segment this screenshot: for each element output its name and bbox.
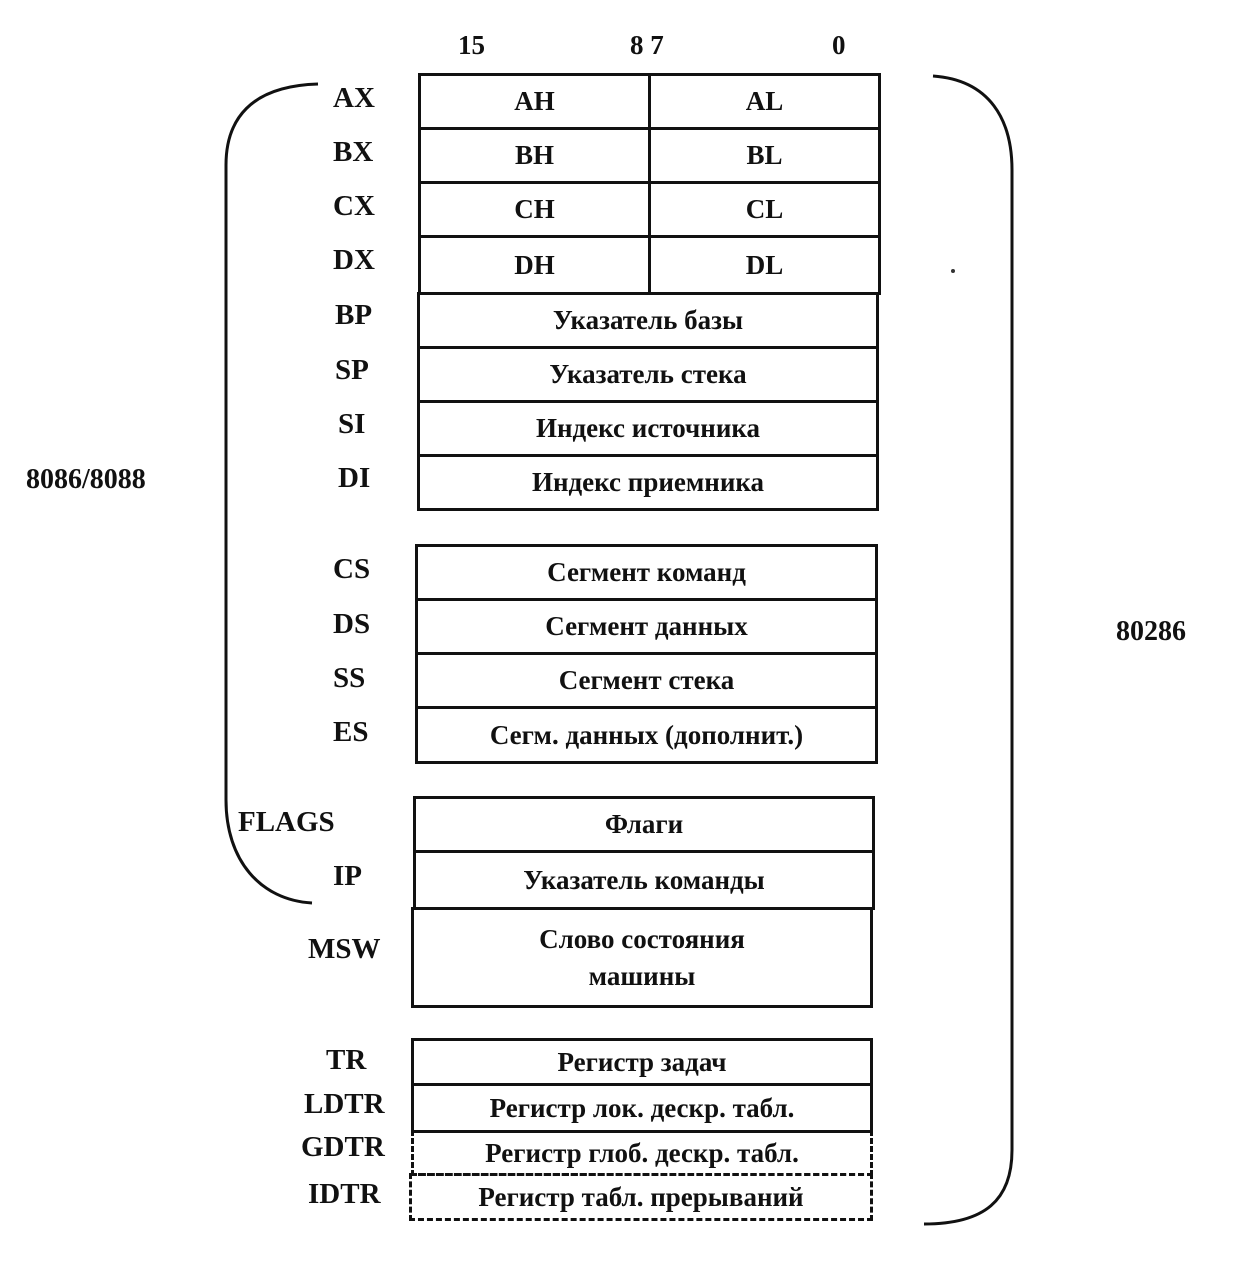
reg-name-idtr: IDTR (308, 1178, 381, 1210)
reg-name-es: ES (333, 716, 369, 748)
reg-es-cell: Сегм. данных (дополнит.) (415, 706, 878, 764)
right-brace (923, 74, 1014, 1226)
group-label-80286: 80286 (1116, 616, 1186, 647)
reg-name-flags: FLAGS (238, 806, 335, 838)
reg-name-tr: TR (326, 1044, 367, 1076)
reg-idtr-cell: Регистр табл. прерываний (409, 1173, 873, 1221)
group-label-8086: 8086/8088 (26, 464, 146, 495)
speck-dot (951, 269, 955, 273)
left-brace (224, 82, 319, 905)
reg-name-ds: DS (333, 608, 371, 640)
reg-name-ldtr: LDTR (304, 1088, 385, 1120)
reg-di-cell: Индекс приемника (417, 454, 879, 511)
reg-name-sp: SP (335, 354, 369, 386)
reg-name-dx: DX (333, 244, 375, 276)
reg-name-cx: CX (333, 190, 375, 222)
reg-name-ax: AX (333, 82, 375, 114)
reg-name-ip: IP (333, 860, 362, 892)
reg-name-bp: BP (335, 299, 373, 331)
bit-label-15: 15 (458, 30, 485, 60)
reg-name-cs: CS (333, 553, 371, 585)
msw-desc-line2: машины (588, 960, 696, 991)
reg-msw-cell: Слово состояния машины (411, 907, 873, 1008)
reg-name-si: SI (338, 408, 366, 440)
reg-name-gdtr: GDTR (301, 1131, 385, 1163)
bit-label-8-7: 8 7 (630, 30, 664, 60)
msw-desc-line1: Слово состояния (539, 924, 745, 955)
reg-name-msw: MSW (308, 933, 381, 965)
reg-name-di: DI (338, 462, 371, 494)
reg-name-ss: SS (333, 662, 366, 694)
bit-label-0: 0 (832, 30, 846, 60)
reg-name-bx: BX (333, 136, 374, 168)
